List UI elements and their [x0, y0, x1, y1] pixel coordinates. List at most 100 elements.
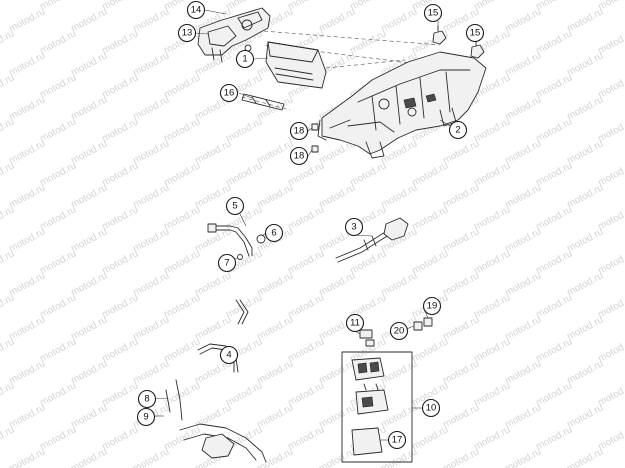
watermark-text: motod.ru — [472, 292, 512, 320]
callout-2: 2 — [448, 120, 468, 140]
watermark-text: motod.ru — [565, 446, 605, 468]
watermark-text: motod.ru — [7, 358, 47, 386]
watermark-text: motod.ru — [0, 0, 16, 13]
watermark-text: motod.ru — [69, 358, 109, 386]
watermark-text: motod.ru — [441, 270, 481, 298]
watermark-text: motod.ru — [100, 380, 140, 408]
watermark-text: motod.ru — [100, 28, 140, 56]
watermark-text: motod.ru — [193, 138, 233, 166]
battery-strap-part — [241, 93, 285, 111]
fuse-box-assembly — [341, 351, 422, 463]
callout-label: 2 — [455, 125, 460, 136]
watermark-text: motod.ru — [472, 160, 512, 188]
watermark-text: motod.ru — [131, 270, 171, 298]
callout-3: 3 — [344, 217, 364, 237]
watermark-text: motod.ru — [100, 292, 140, 320]
watermark-text: motod.ru — [38, 116, 78, 144]
watermark-text: motod.ru — [162, 424, 202, 452]
watermark-text: motod.ru — [7, 50, 47, 78]
watermark-text: motod.ru — [38, 248, 78, 276]
watermark-text: motod.ru — [38, 336, 78, 364]
watermark-text: motod.ru — [472, 424, 512, 452]
watermark-text: motod.ru — [131, 358, 171, 386]
watermark-text: motod.ru — [503, 358, 543, 386]
watermark-text: motod.ru — [255, 182, 295, 210]
watermark-text: motod.ru — [317, 182, 357, 210]
watermark-text: motod.ru — [131, 446, 171, 468]
watermark-text: motod.ru — [534, 116, 574, 144]
watermark-text: motod.ru — [472, 248, 512, 276]
callout-17: 17 — [387, 430, 407, 450]
watermark-text: motod.ru — [131, 226, 171, 254]
watermark-text: motod.ru — [441, 446, 481, 468]
callout-label: 9 — [143, 412, 148, 423]
watermark-text: motod.ru — [534, 248, 574, 276]
watermark-text: motod.ru — [441, 226, 481, 254]
watermark-text: motod.ru — [38, 424, 78, 452]
callout-label: 10 — [426, 403, 437, 414]
watermark-text: motod.ru — [224, 116, 264, 144]
watermark-text: motod.ru — [534, 336, 574, 364]
callout-4: 4 — [219, 345, 239, 365]
watermark-text: motod.ru — [286, 292, 326, 320]
watermark-text: motod.ru — [565, 50, 605, 78]
watermark-text: motod.ru — [317, 270, 357, 298]
watermark-text: motod.ru — [224, 160, 264, 188]
watermark-text: motod.ru — [100, 204, 140, 232]
callout-label: 1 — [242, 54, 247, 65]
watermark-text: motod.ru — [69, 446, 109, 468]
watermark-text: motod.ru — [286, 336, 326, 364]
callout-label: 15 — [428, 8, 439, 19]
callout-11: 11 — [345, 313, 365, 333]
watermark-text: motod.ru — [162, 116, 202, 144]
watermark-text: motod.ru — [255, 402, 295, 430]
watermark-text: motod.ru — [534, 204, 574, 232]
callout-label: 18 — [294, 151, 305, 162]
watermark-text: motod.ru — [7, 402, 47, 430]
callout-label: 8 — [144, 394, 149, 405]
callout-1: 1 — [235, 49, 255, 69]
callout-8: 8 — [137, 389, 157, 409]
watermark-text: motod.ru — [7, 446, 47, 468]
watermark-text: motod.ru — [565, 358, 605, 386]
watermark-text: motod.ru — [565, 226, 605, 254]
callout-label: 11 — [350, 318, 360, 329]
callout-label: 16 — [224, 88, 235, 99]
watermark-text: motod.ru — [503, 182, 543, 210]
callout-label: 4 — [226, 350, 231, 361]
watermark-text: motod.ru — [379, 358, 419, 386]
watermark-text: motod.ru — [441, 138, 481, 166]
watermark-text: motod.ru — [317, 6, 357, 34]
watermark-text: motod.ru — [100, 116, 140, 144]
watermark-text: motod.ru — [441, 314, 481, 342]
callout-16: 16 — [219, 83, 239, 103]
watermark-text: motod.ru — [503, 314, 543, 342]
watermark-text: motod.ru — [100, 160, 140, 188]
watermark-text: motod.ru — [255, 270, 295, 298]
callout-10: 10 — [421, 398, 441, 418]
watermark-text: motod.ru — [379, 446, 419, 468]
watermark-text: motod.ru — [410, 160, 450, 188]
callout-20: 20 — [389, 321, 409, 341]
battery-holder-frame-part — [317, 51, 487, 159]
watermark-text: motod.ru — [534, 160, 574, 188]
watermark-text: motod.ru — [131, 50, 171, 78]
watermark-text: motod.ru — [286, 424, 326, 452]
watermark-text: motod.ru — [534, 292, 574, 320]
watermark-text: motod.ru — [38, 160, 78, 188]
watermark-text: motod.ru — [162, 72, 202, 100]
callout-label: 20 — [394, 326, 405, 337]
callout-15-right: 15 — [465, 23, 485, 43]
watermark-text: motod.ru — [7, 314, 47, 342]
watermark-text: motod.ru — [7, 138, 47, 166]
cable-part — [207, 223, 266, 260]
watermark-text: motod.ru — [255, 138, 295, 166]
watermark-text: motod.ru — [379, 6, 419, 34]
callout-14: 14 — [186, 0, 206, 20]
watermark-text: motod.ru — [503, 138, 543, 166]
watermark-text: motod.ru — [565, 314, 605, 342]
watermark-text: motod.ru — [38, 380, 78, 408]
fuse-clip-parts — [359, 317, 433, 347]
watermark-text: motod.ru — [286, 380, 326, 408]
watermark-text: motod.ru — [100, 424, 140, 452]
